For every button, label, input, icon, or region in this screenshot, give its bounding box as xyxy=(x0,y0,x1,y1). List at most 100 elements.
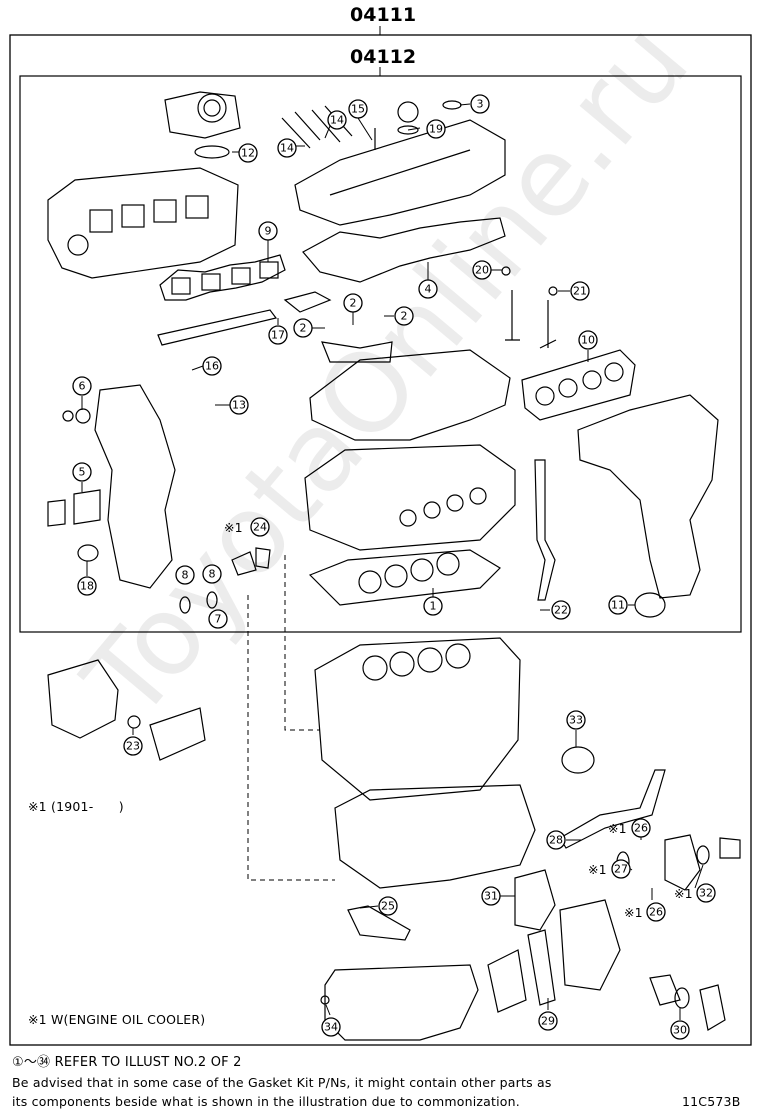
callout-18[interactable]: 18 xyxy=(77,576,97,596)
callout-27[interactable]: 27 xyxy=(611,859,631,879)
note-mark-27: ※1 xyxy=(588,862,607,877)
fuel-rail-part xyxy=(157,309,278,346)
throttle-body-part xyxy=(164,91,241,139)
cylinder-head-cover-part xyxy=(294,100,506,226)
callout-8b[interactable]: 8 xyxy=(202,564,222,584)
callout-6[interactable]: 6 xyxy=(72,376,92,396)
svg-text:22: 22 xyxy=(554,604,568,617)
svg-text:15: 15 xyxy=(351,103,365,116)
callout-25[interactable]: 25 xyxy=(378,896,398,916)
svg-text:8: 8 xyxy=(182,569,189,582)
callout-5[interactable]: 5 xyxy=(72,462,92,482)
svg-text:14: 14 xyxy=(280,142,294,155)
callout-21[interactable]: 21 xyxy=(570,281,590,301)
svg-text:8: 8 xyxy=(209,568,216,581)
svg-text:14: 14 xyxy=(330,114,344,127)
svg-text:23: 23 xyxy=(126,740,140,753)
advise-line-2: its components beside what is shown in t… xyxy=(12,1094,520,1109)
svg-text:25: 25 xyxy=(381,900,395,913)
svg-text:4: 4 xyxy=(425,283,432,296)
svg-text:2: 2 xyxy=(401,310,408,323)
camshaft-housing-part xyxy=(309,341,511,441)
svg-text:6: 6 xyxy=(79,380,86,393)
callout-26b[interactable]: 26 xyxy=(646,902,666,922)
note-mark-26a: ※1 xyxy=(608,821,627,836)
svg-text:24: 24 xyxy=(253,521,267,534)
callout-17[interactable]: 17 xyxy=(268,325,288,345)
cylinder-head-part xyxy=(304,444,516,551)
svg-text:33: 33 xyxy=(569,714,583,727)
svg-text:18: 18 xyxy=(80,580,94,593)
cylinder-block-part xyxy=(314,637,521,801)
refer-range: ①～㉞ xyxy=(12,1055,51,1070)
svg-text:19: 19 xyxy=(429,123,443,136)
callout-12[interactable]: 12 xyxy=(238,143,258,163)
callout-10[interactable]: 10 xyxy=(578,330,598,350)
svg-text:27: 27 xyxy=(614,863,628,876)
exhaust-manifold-gasket-part xyxy=(521,349,636,421)
note-mark-32: ※1 xyxy=(674,886,693,901)
svg-text:16: 16 xyxy=(205,360,219,373)
note-1901: ※1 (1901- ) xyxy=(28,799,124,814)
callout-31[interactable]: 31 xyxy=(481,886,501,906)
callout-22[interactable]: 22 xyxy=(551,600,571,620)
callout-2b[interactable]: 2 xyxy=(293,318,313,338)
note-mark-26b: ※1 xyxy=(624,905,643,920)
callout-20[interactable]: 20 xyxy=(472,260,492,280)
callout-14a[interactable]: 14 xyxy=(327,110,347,130)
timing-chain-cover-part xyxy=(94,384,176,589)
intake-manifold-part xyxy=(47,167,239,279)
svg-text:26: 26 xyxy=(634,822,648,835)
callout-8a[interactable]: 8 xyxy=(175,565,195,585)
svg-text:17: 17 xyxy=(271,329,285,342)
svg-text:12: 12 xyxy=(241,147,255,160)
svg-text:34: 34 xyxy=(324,1021,338,1034)
svg-text:28: 28 xyxy=(549,834,563,847)
callout-1[interactable]: 1 xyxy=(423,596,443,616)
kit-number-04111[interactable]: 04111 xyxy=(350,4,417,26)
svg-text:10: 10 xyxy=(581,334,595,347)
callout-3[interactable]: 3 xyxy=(470,94,490,114)
svg-text:5: 5 xyxy=(79,466,86,479)
callout-32[interactable]: 32 xyxy=(696,883,716,903)
callout-9[interactable]: 9 xyxy=(258,221,278,241)
exhaust-manifold-part xyxy=(577,394,719,599)
callout-7[interactable]: 7 xyxy=(208,609,228,629)
callout-14b[interactable]: 14 xyxy=(277,138,297,158)
callout-33[interactable]: 33 xyxy=(566,710,586,730)
callout-13[interactable]: 13 xyxy=(229,395,249,415)
callout-29[interactable]: 29 xyxy=(538,1011,558,1031)
callout-15[interactable]: 15 xyxy=(348,99,368,119)
callout-2c[interactable]: 2 xyxy=(394,306,414,326)
svg-text:9: 9 xyxy=(265,225,272,238)
callout-2a[interactable]: 2 xyxy=(343,293,363,313)
svg-text:20: 20 xyxy=(475,264,489,277)
callout-28[interactable]: 28 xyxy=(546,830,566,850)
callout-4[interactable]: 4 xyxy=(418,279,438,299)
svg-text:31: 31 xyxy=(484,890,498,903)
refer-text: REFER TO ILLUST NO.2 OF 2 xyxy=(54,1055,242,1070)
svg-text:11: 11 xyxy=(611,599,625,612)
callout-19[interactable]: 19 xyxy=(426,119,446,139)
callout-11[interactable]: 11 xyxy=(608,595,628,615)
intake-manifold-gasket-part xyxy=(159,254,286,301)
kit-number-04112[interactable]: 04112 xyxy=(350,46,417,68)
note-oil-cooler: ※1 W(ENGINE OIL COOLER) xyxy=(28,1012,206,1027)
callout-30[interactable]: 30 xyxy=(670,1020,690,1040)
svg-text:30: 30 xyxy=(673,1024,687,1037)
dipstick-tube-part xyxy=(534,459,556,601)
svg-text:3: 3 xyxy=(477,98,484,111)
svg-text:2: 2 xyxy=(300,322,307,335)
svg-text:2: 2 xyxy=(350,297,357,310)
callout-34[interactable]: 34 xyxy=(321,1017,341,1037)
callout-24[interactable]: 24 xyxy=(250,517,270,537)
cylinder-head-gasket-part xyxy=(308,549,501,606)
callout-23[interactable]: 23 xyxy=(123,736,143,756)
svg-text:1: 1 xyxy=(430,600,437,613)
callout-26a[interactable]: 26 xyxy=(631,818,651,838)
callout-16[interactable]: 16 xyxy=(202,356,222,376)
svg-text:26: 26 xyxy=(649,906,663,919)
